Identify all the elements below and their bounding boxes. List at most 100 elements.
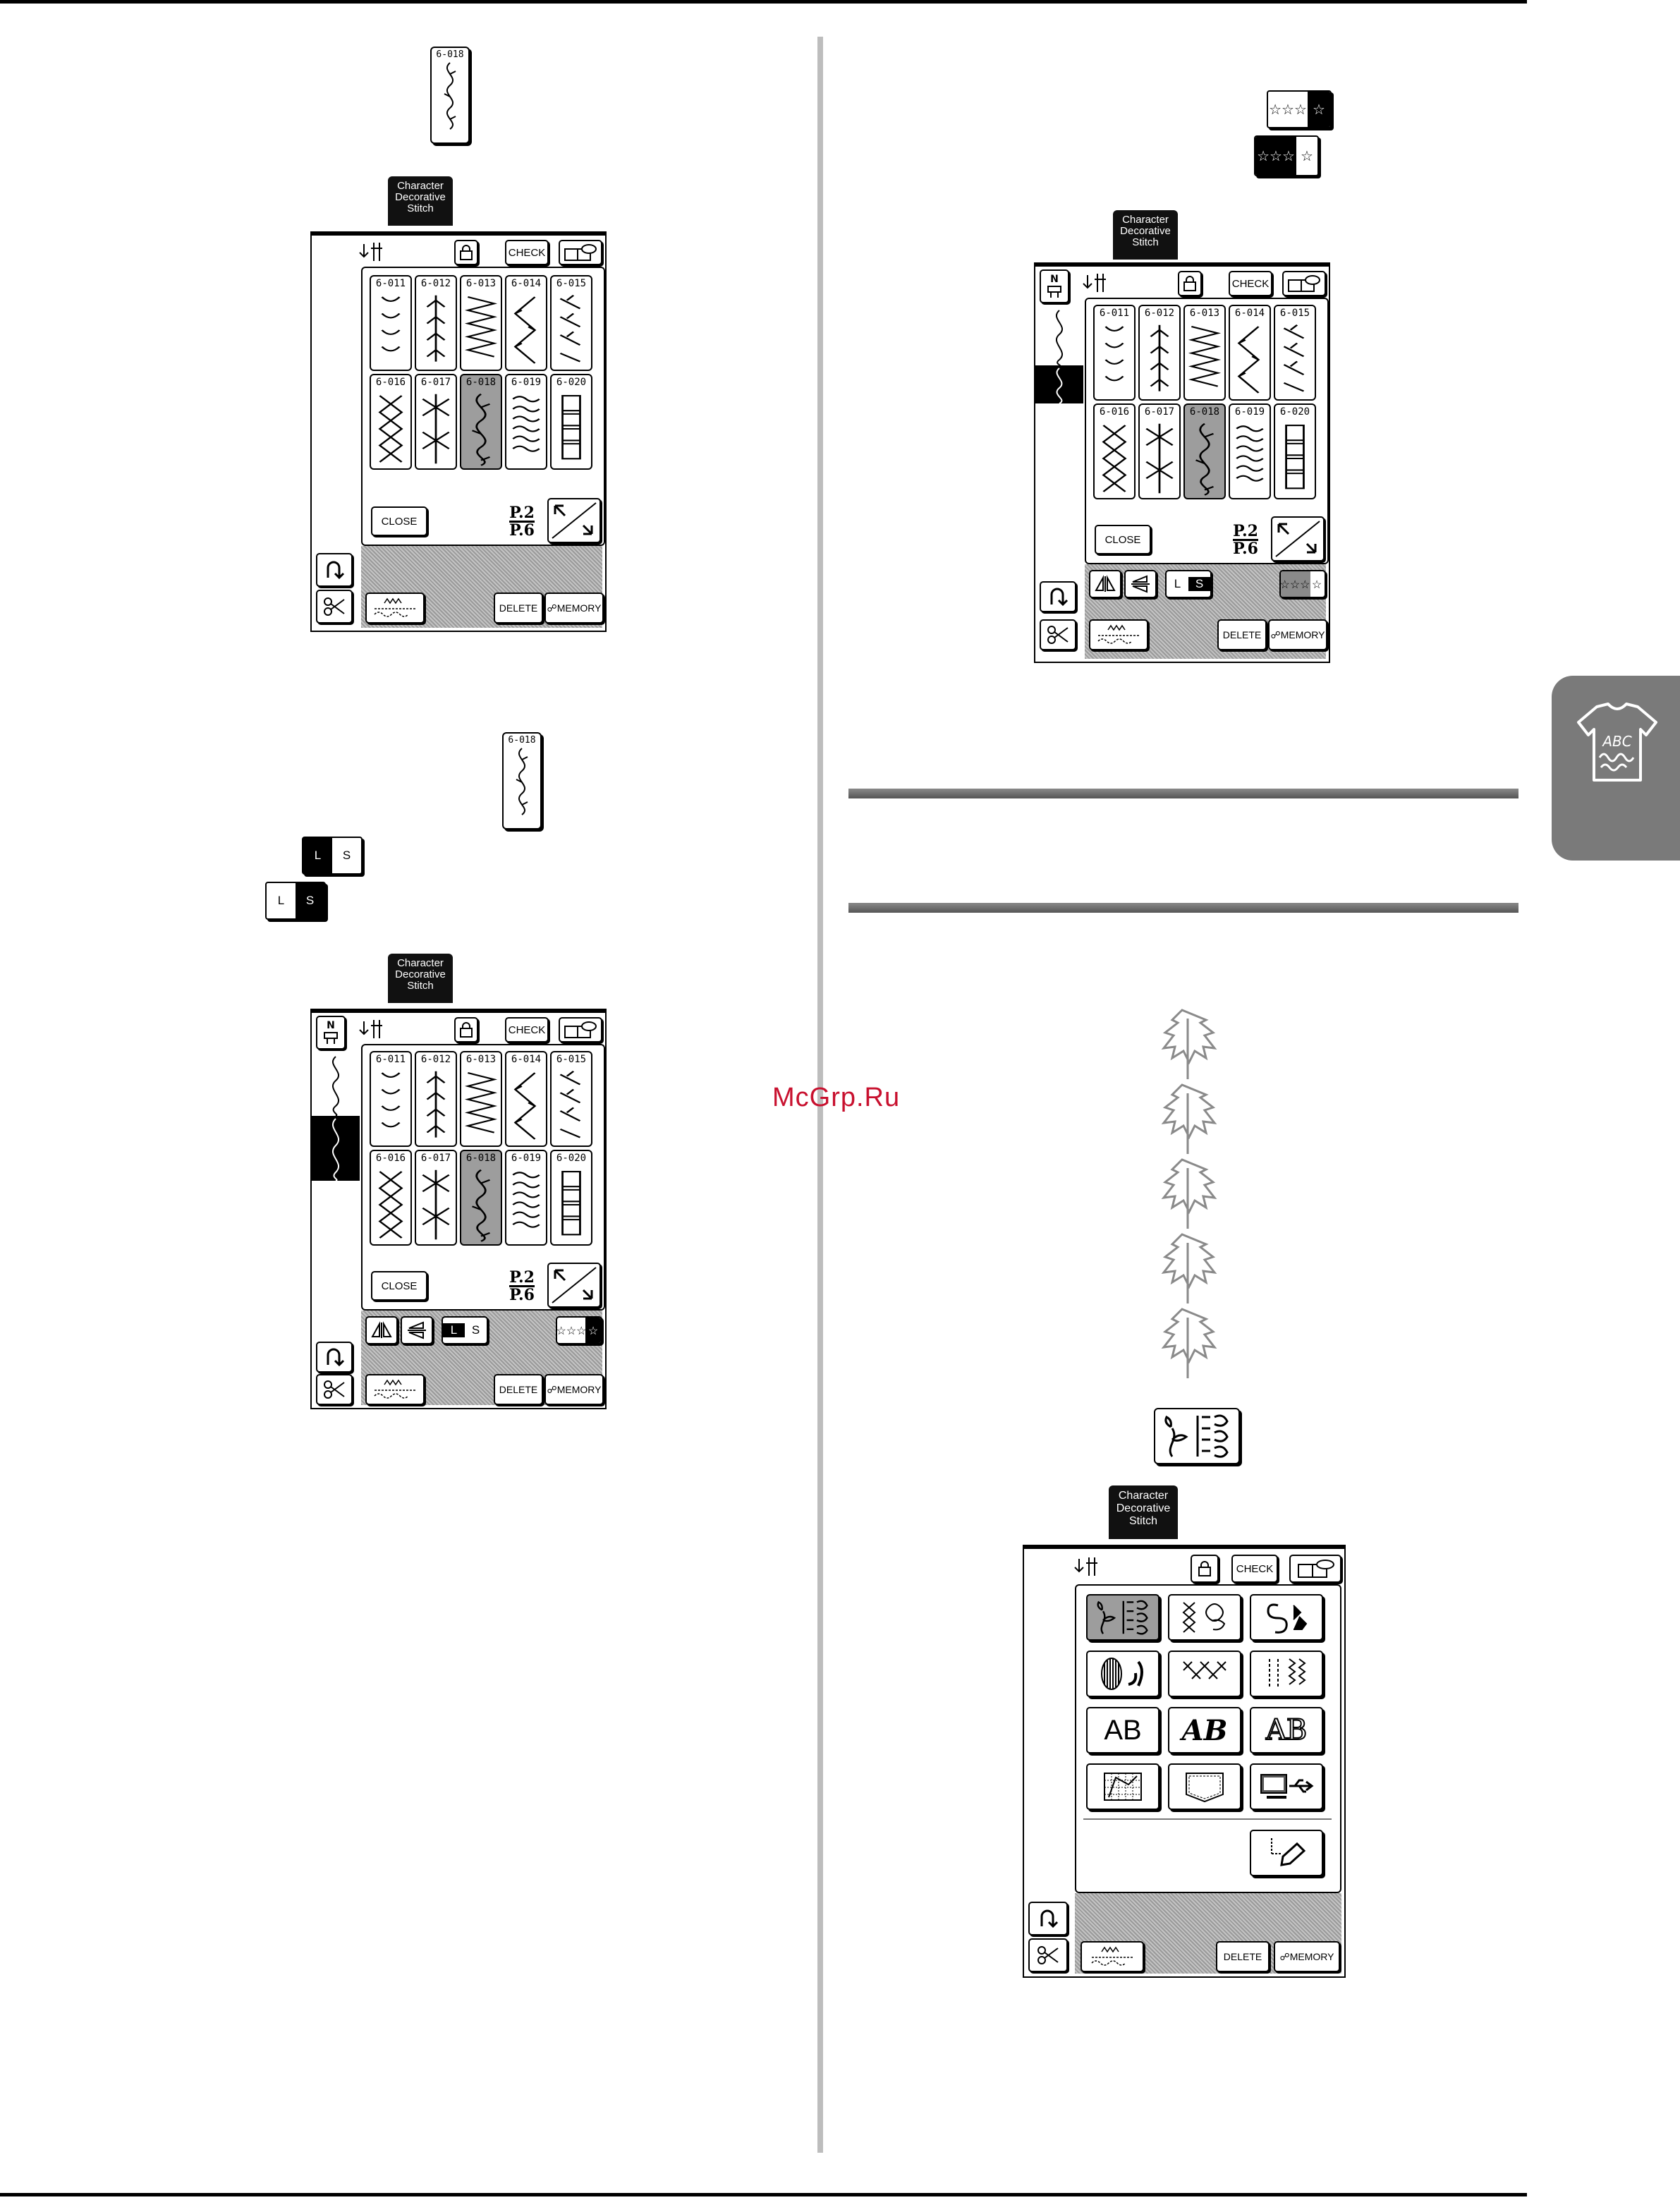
stitch-cell-6-020[interactable]: 6-020	[550, 374, 592, 470]
page-nav-button[interactable]	[1271, 516, 1325, 561]
mirror-horizontal-button[interactable]	[401, 1316, 433, 1344]
close-button[interactable]: CLOSE	[1095, 525, 1151, 554]
memory-button[interactable]: ☍MEMORY	[1274, 1941, 1340, 1972]
help-button[interactable]	[1289, 1555, 1341, 1583]
stitch-cell-6-018[interactable]: 6-018	[1183, 403, 1226, 499]
category-cross-stitch[interactable]	[1168, 1651, 1241, 1697]
reverse-button[interactable]	[316, 1342, 353, 1373]
lock-button[interactable]	[1191, 1555, 1219, 1583]
check-button[interactable]: CHECK	[1231, 1555, 1278, 1583]
category-utility-decorative[interactable]	[1250, 1651, 1323, 1697]
memory-button[interactable]: ☍MEMORY	[544, 592, 604, 624]
mirror-horizontal-button[interactable]	[1124, 570, 1157, 598]
pattern-edit-button[interactable]	[1250, 1830, 1323, 1876]
stitch-cell-6-013[interactable]: 6-013	[460, 1051, 502, 1147]
stitch-cell-6-012[interactable]: 6-012	[415, 275, 457, 371]
stitch-cell-6-013[interactable]: 6-013	[460, 275, 502, 371]
stitch-cell-6-011[interactable]: 6-011	[370, 275, 412, 371]
presser-foot-button[interactable]: N	[316, 1016, 346, 1050]
reverse-button[interactable]	[1028, 1902, 1068, 1935]
stitch-cell-6-019[interactable]: 6-019	[505, 374, 547, 470]
help-button[interactable]	[559, 1017, 602, 1043]
close-button[interactable]: CLOSE	[371, 1271, 427, 1301]
reverse-button[interactable]	[316, 553, 353, 587]
stitch-cell-6-018[interactable]: 6-018	[460, 374, 502, 470]
lock-button[interactable]	[1178, 271, 1202, 296]
delete-button[interactable]: DELETE	[494, 592, 543, 624]
check-button[interactable]: CHECK	[505, 240, 549, 265]
category-font-gothic[interactable]: AB	[1086, 1707, 1159, 1754]
stitch-preview-button[interactable]	[365, 592, 425, 624]
memory-button[interactable]: ☍MEMORY	[544, 1374, 604, 1405]
close-button[interactable]: CLOSE	[371, 506, 427, 536]
stitch-cell-6-014[interactable]: 6-014	[1229, 305, 1271, 401]
stitch-cell-6-017[interactable]: 6-017	[415, 1150, 457, 1246]
category-pocket[interactable]	[1168, 1763, 1241, 1810]
lock-button[interactable]	[454, 1017, 478, 1043]
stitch-cell-6-015[interactable]: 6-015	[550, 1051, 592, 1147]
category-font-script[interactable]: AB	[1168, 1707, 1241, 1754]
category-my-custom-stitch[interactable]	[1086, 1763, 1159, 1810]
stitch-preview-button[interactable]	[1081, 1941, 1144, 1972]
stitch-cell-6-020[interactable]: 6-020	[550, 1150, 592, 1246]
stitch-cell-6-011[interactable]: 6-011	[370, 1051, 412, 1147]
stitch-cell-6-017[interactable]: 6-017	[1138, 403, 1181, 499]
stitch-cell-6-011[interactable]: 6-011	[1093, 305, 1136, 401]
page-nav-button[interactable]	[547, 498, 601, 543]
scissors-button[interactable]	[316, 590, 353, 624]
reverse-button[interactable]	[1040, 581, 1076, 612]
svg-text:☆: ☆	[1301, 149, 1313, 164]
category-satin[interactable]	[1168, 1594, 1241, 1641]
lock-button[interactable]	[454, 240, 478, 265]
stitch-cell-6-015[interactable]: 6-015	[1274, 305, 1316, 401]
delete-button[interactable]: DELETE	[1217, 619, 1267, 650]
help-button[interactable]	[1282, 271, 1326, 296]
stitch-cell-6-018[interactable]: 6-018	[460, 1150, 502, 1246]
memory-button[interactable]: ☍MEMORY	[1268, 619, 1327, 650]
scissors-button[interactable]	[316, 1374, 353, 1405]
help-button[interactable]	[559, 240, 602, 265]
stitch-cell-6-016[interactable]: 6-016	[1093, 403, 1136, 499]
svg-text:☆☆☆: ☆☆☆	[1257, 149, 1295, 164]
stitch-cell-6-016[interactable]: 6-016	[370, 374, 412, 470]
utility-category-key[interactable]	[1154, 1408, 1240, 1464]
category-decorative[interactable]	[1086, 1594, 1159, 1641]
stitch-cell-6-013[interactable]: 6-013	[1183, 305, 1226, 401]
check-button[interactable]: CHECK	[1229, 271, 1272, 296]
category-font-outline[interactable]: AB	[1250, 1707, 1323, 1754]
delete-button[interactable]: DELETE	[1216, 1941, 1270, 1972]
category-usb[interactable]	[1250, 1763, 1323, 1810]
check-button[interactable]: CHECK	[505, 1017, 549, 1043]
stitch-cell-6-014[interactable]: 6-014	[505, 1051, 547, 1147]
page-nav-button[interactable]	[547, 1263, 601, 1308]
density-button[interactable]: ☆☆☆☆	[556, 1316, 602, 1344]
mirror-vertical-button[interactable]	[365, 1316, 398, 1344]
stitch-preview-button[interactable]	[1089, 619, 1148, 650]
category-applique[interactable]	[1086, 1651, 1159, 1697]
stitch-cell-6-012[interactable]: 6-012	[1138, 305, 1181, 401]
stitch-key-6-018[interactable]: 6-018	[430, 47, 470, 144]
stitch-cell-6-019[interactable]: 6-019	[1229, 403, 1271, 499]
stitch-cell-6-019[interactable]: 6-019	[505, 1150, 547, 1246]
scissors-button[interactable]	[1040, 619, 1076, 650]
mirror-vertical-button[interactable]	[1089, 570, 1121, 598]
density-key-a[interactable]: ☆☆☆☆	[1267, 90, 1332, 128]
delete-button[interactable]: DELETE	[494, 1374, 543, 1405]
scissors-button[interactable]	[1028, 1938, 1068, 1972]
stitch-cell-6-016[interactable]: 6-016	[370, 1150, 412, 1246]
stitch-key-6-018-b[interactable]: 6-018	[502, 732, 542, 829]
stitch-cell-6-017[interactable]: 6-017	[415, 374, 457, 470]
density-button[interactable]: ☆☆☆☆	[1279, 570, 1326, 598]
presser-foot-button[interactable]: N	[1040, 269, 1069, 303]
stitch-preview-button[interactable]	[365, 1374, 425, 1405]
stitch-cell-6-015[interactable]: 6-015	[550, 275, 592, 371]
stitch-cell-6-012[interactable]: 6-012	[415, 1051, 457, 1147]
category-scroll[interactable]	[1250, 1594, 1323, 1641]
stitch-cell-6-020[interactable]: 6-020	[1274, 403, 1316, 499]
stitch-cell-6-014[interactable]: 6-014	[505, 275, 547, 371]
density-key-b[interactable]: ☆☆☆☆	[1254, 135, 1319, 176]
